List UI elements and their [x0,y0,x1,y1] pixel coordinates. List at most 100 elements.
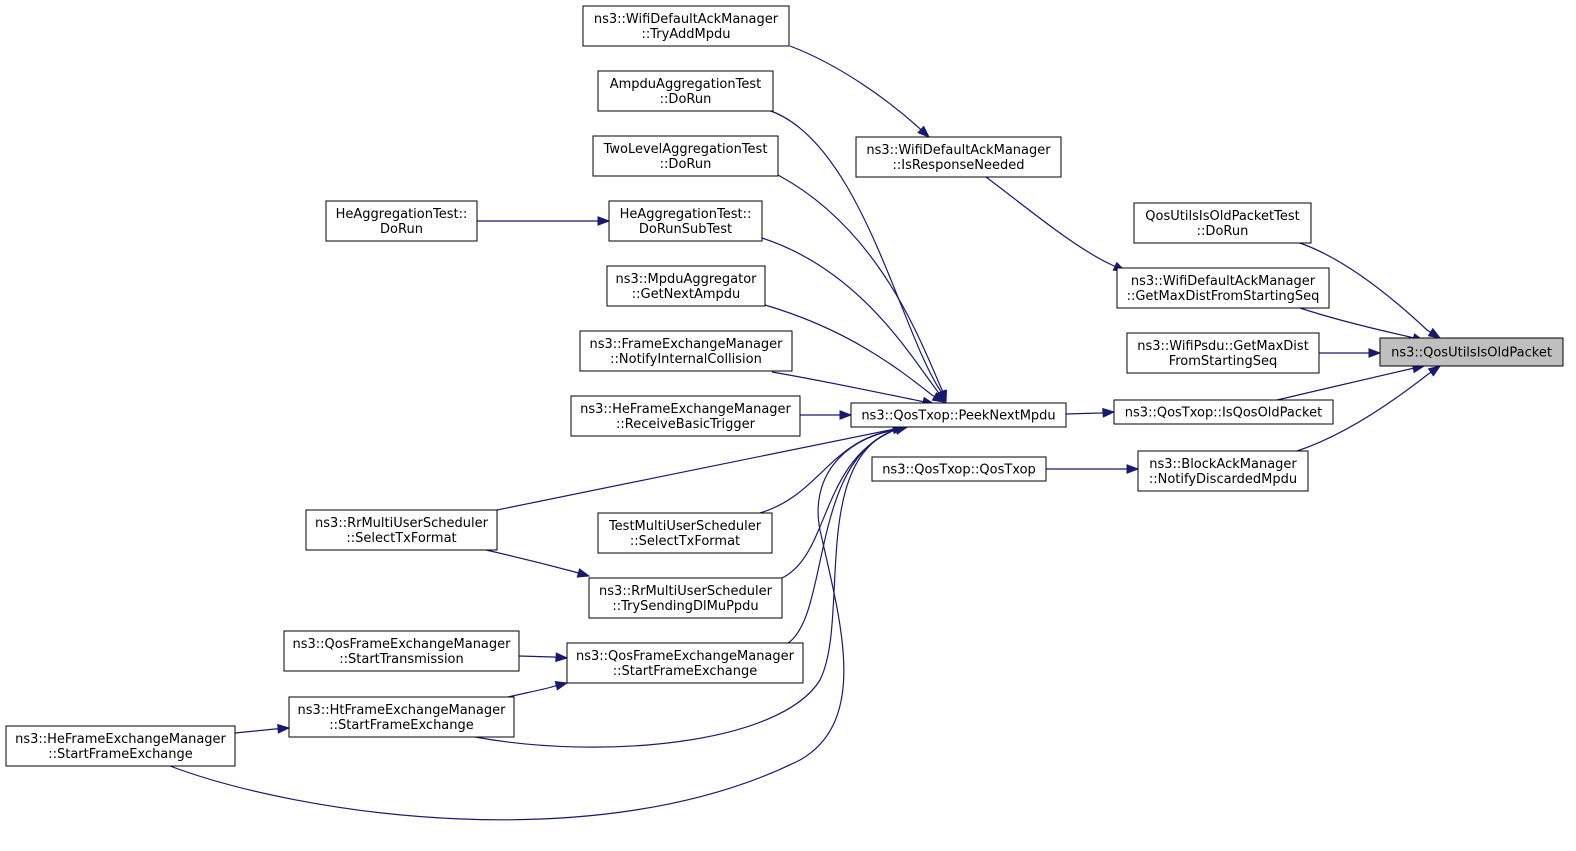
node-box [582,5,790,47]
node-htStartFe[interactable]: ns3::HtFrameExchangeManager::StartFrameE… [288,696,515,738]
node-notifyDiscarded[interactable]: ns3::BlockAckManager::NotifyDiscardedMpd… [1137,450,1309,492]
node-peekNext[interactable]: ns3::QosTxop::PeekNextMpdu [850,402,1067,428]
node-label: DoRun [380,222,423,237]
node-isQosOld[interactable]: ns3::QosTxop::IsQosOldPacket [1113,399,1334,425]
node-twoLevelTest[interactable]: TwoLevelAggregationTest::DoRun [592,135,779,177]
call-edge [169,426,908,821]
node-box [608,200,763,242]
node-label: ::StartFrameExchange [329,718,474,733]
node-box [1137,450,1309,492]
node-label: ns3::HtFrameExchangeManager [298,703,507,718]
node-box [1113,399,1334,425]
call-edge [485,549,590,577]
node-qosStartFe[interactable]: ns3::QosFrameExchangeManager::StartFrame… [566,642,804,684]
node-label: ::TryAddMpdu [642,27,731,42]
node-testSelect[interactable]: TestMultiUserScheduler::SelectTxFormat [597,512,773,554]
node-box [305,509,498,551]
node-label: ns3::RrMultiUserScheduler [599,584,773,599]
call-edge [507,682,568,698]
call-edge [496,426,905,511]
node-label: ::GetMaxDistFromStartingSeq [1127,289,1320,304]
node-label: ns3::QosTxop::QosTxop [882,463,1036,478]
node-receiveBasic[interactable]: ns3::HeFrameExchangeManager::ReceiveBasi… [570,395,801,437]
arrowhead [839,410,853,420]
node-getNextAmpdu[interactable]: ns3::MpduAggregator::GetNextAmpdu [606,265,766,307]
node-tryAddMpdu[interactable]: ns3::WifiDefaultAckManager::TryAddMpdu [582,5,790,47]
node-box [579,330,793,372]
node-label: ::DoRun [660,157,712,172]
edges [169,45,1442,821]
call-edge [771,371,935,405]
node-rrTrySending[interactable]: ns3::RrMultiUserScheduler::TrySendingDlM… [588,577,783,619]
node-getMaxDistPsdu[interactable]: ns3::WifiPsdu::GetMaxDistFromStartingSeq [1126,332,1320,374]
arrowhead [1427,365,1442,377]
node-isResponseNeeded[interactable]: ns3::WifiDefaultAckManager::IsResponseNe… [855,136,1062,178]
node-label: ns3::QosTxop::IsQosOldPacket [1125,406,1322,421]
node-heAggRun[interactable]: HeAggregationTest::DoRun [325,200,478,242]
node-label: ns3::HeFrameExchangeManager [15,732,226,747]
node-box [606,265,766,307]
arrowhead [917,125,931,138]
node-box [1116,267,1330,309]
node-box [588,577,783,619]
node-label: TestMultiUserScheduler [608,519,762,534]
node-box [592,135,779,177]
node-label: DoRunSubTest [639,222,732,237]
call-edge [767,109,947,403]
arrowhead [576,568,591,578]
node-label: ns3::MpduAggregator [615,272,757,287]
node-label: ::StartFrameExchange [613,664,758,679]
arrowhead [1368,348,1382,358]
call-edge [777,174,947,403]
node-label: ns3::BlockAckManager [1149,457,1297,472]
node-label: ::SelectTxFormat [346,531,456,546]
call-edge [1296,241,1441,339]
node-label: ::DoRun [1197,224,1249,239]
call-edge [1296,365,1441,452]
node-box [871,456,1047,482]
node-label: ::StartTransmission [339,652,464,667]
node-label: AmpduAggregationTest [610,77,761,92]
arrowhead [597,216,611,226]
node-label: ns3::WifiDefaultAckManager [594,12,779,27]
node-qosUtilsTest[interactable]: QosUtilsIsOldPacketTest::DoRun [1133,202,1312,244]
arrowhead [277,723,291,734]
node-label: HeAggregationTest:: [620,207,752,222]
call-edge [474,426,908,748]
node-box [597,70,774,112]
node-label: ::DoRun [660,92,712,107]
call-edge [781,426,908,579]
node-rrSelect[interactable]: ns3::RrMultiUserScheduler::SelectTxForma… [305,509,498,551]
node-label: HeAggregationTest:: [336,207,468,222]
node-label: ns3::WifiPsdu::GetMaxDist [1137,339,1309,354]
node-label: TwoLevelAggregationTest [603,142,768,157]
nodes: ns3::QosUtilsIsOldPacket QosUtilsIsOldPac… [5,5,1564,767]
node-box [1379,337,1564,367]
node-box [597,512,773,554]
arrowhead [931,391,946,403]
call-edge [789,45,930,138]
node-qosTxop[interactable]: ns3::QosTxop::QosTxop [871,456,1047,482]
node-label: ::StartFrameExchange [48,747,193,762]
node-notifyInternal[interactable]: ns3::FrameExchangeManager::NotifyInterna… [579,330,793,372]
node-qosStartTx[interactable]: ns3::QosFrameExchangeManager::StartTrans… [283,630,520,672]
node-box [1126,332,1320,374]
node-ampduTest[interactable]: AmpduAggregationTest::DoRun [597,70,774,112]
node-box [283,630,520,672]
node-label: ns3::QosUtilsIsOldPacket [1391,346,1552,361]
arrowhead [1102,407,1116,418]
node-label: FromStartingSeq [1169,354,1278,369]
call-edge [761,237,947,403]
node-label: ::IsResponseNeeded [892,158,1024,173]
node-label: QosUtilsIsOldPacketTest [1145,209,1299,224]
node-getMaxDistAck[interactable]: ns3::WifiDefaultAckManager::GetMaxDistFr… [1116,267,1330,309]
node-label: ns3::QosFrameExchangeManager [576,649,795,664]
call-edge [1299,307,1425,342]
node-target[interactable]: ns3::QosUtilsIsOldPacket [1379,337,1564,367]
node-heAggSub[interactable]: HeAggregationTest::DoRunSubTest [608,200,763,242]
node-label: ns3::QosTxop::PeekNextMpdu [861,409,1055,424]
node-label: ::TrySendingDlMuPpdu [612,599,758,614]
call-edge [1276,365,1425,401]
node-heStartFe[interactable]: ns3::HeFrameExchangeManager::StartFrameE… [5,725,236,767]
